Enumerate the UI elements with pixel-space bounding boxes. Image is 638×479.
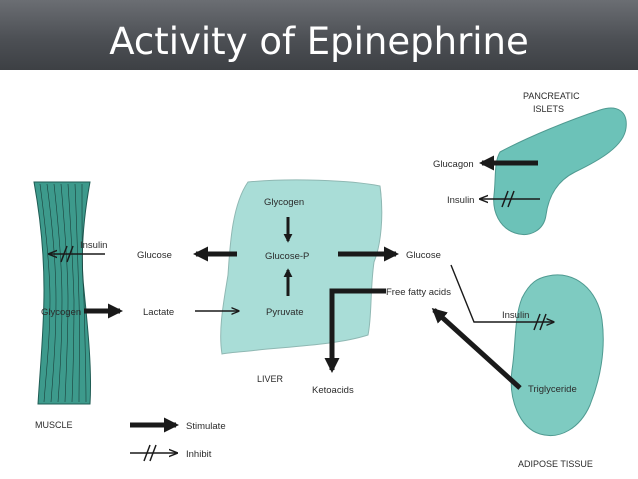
thin-arrows: [195, 264, 553, 322]
slide-title: Activity of Epinephrine: [109, 20, 529, 63]
inhibit-adipose-insulin: [533, 313, 547, 331]
label-lactate: Lactate: [143, 307, 174, 318]
legend-stimulate-label: Stimulate: [186, 421, 226, 432]
inhibit-arrows: [50, 190, 547, 331]
arrow-ffa-to-ketoacids: [324, 288, 386, 373]
label-pancreatic: PANCREATIC: [523, 91, 580, 101]
label-free-fatty-acids: Free fatty acids: [386, 287, 451, 298]
diagram-labels: Insulin Glycogen Glucose Lactate Glycoge…: [35, 91, 593, 469]
arrow-glucose-to-adipose: [450, 264, 553, 322]
legend-inhibit-label: Inhibit: [186, 449, 212, 460]
label-adipose-tissue: ADIPOSE TISSUE: [518, 459, 593, 469]
label-islets: ISLETS: [533, 104, 564, 114]
muscle-fibers: [39, 183, 87, 403]
label-liver-glycogen: Glycogen: [264, 197, 304, 208]
label-liver-pyruvate: Pyruvate: [266, 307, 304, 318]
label-adipose-insulin: Insulin: [502, 310, 529, 321]
arrow-triglyceride-to-ffa: [431, 307, 522, 390]
inhibit-pancreas-insulin: [481, 190, 540, 208]
label-glucagon: Glucagon: [433, 159, 474, 170]
adipose-shape: [510, 274, 604, 436]
slide-header: Activity of Epinephrine: [0, 0, 638, 70]
label-liver-glucose-p: Glucose-P: [265, 251, 309, 262]
label-ketoacids: Ketoacids: [312, 385, 354, 396]
label-muscle-glycogen: Glycogen: [41, 307, 81, 318]
label-liver: LIVER: [257, 374, 284, 384]
label-muscle: MUSCLE: [35, 420, 73, 430]
muscle-organ: [33, 181, 92, 405]
inhibit-muscle-insulin: [50, 245, 105, 263]
stimulate-arrows: [84, 155, 538, 390]
label-pancreas-insulin: Insulin: [447, 195, 474, 206]
legend: Stimulate Inhibit: [130, 417, 226, 462]
legend-inhibit-arrow: [130, 444, 176, 462]
label-triglyceride: Triglyceride: [528, 384, 577, 395]
label-glucose-right: Glucose: [406, 250, 441, 261]
label-muscle-insulin: Insulin: [80, 240, 107, 251]
pancreas-shape: [493, 107, 627, 235]
label-glucose-left: Glucose: [137, 250, 172, 261]
